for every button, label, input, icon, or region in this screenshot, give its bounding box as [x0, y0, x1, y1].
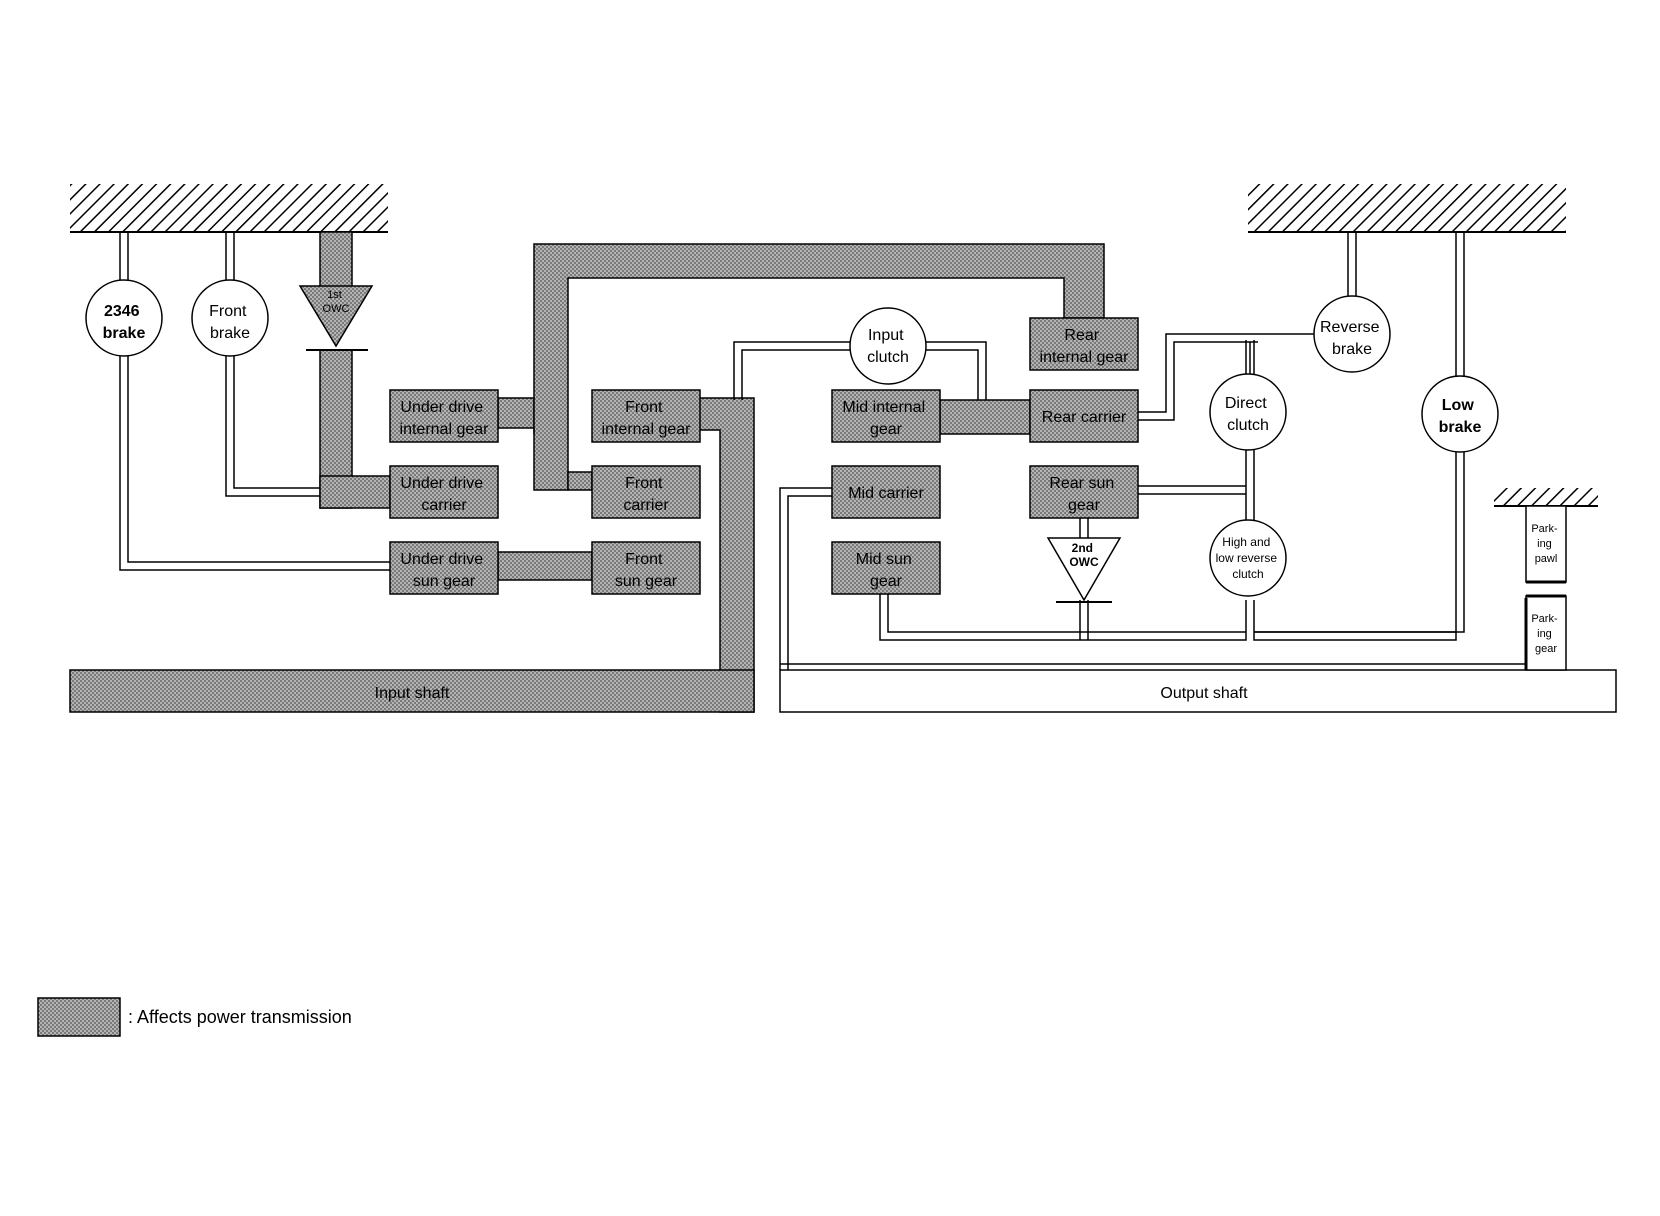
input-clutch-label: Input clutch: [867, 327, 909, 366]
mid-carrier-label: Mid carrier: [848, 485, 924, 502]
rear-sun-gear-label: Rear sun gear: [1049, 475, 1118, 514]
mid-internal-gear-label: Mid internal gear: [842, 399, 929, 438]
legend-swatch: [37, 997, 121, 1037]
shaded-boxes: [389, 317, 1139, 595]
owc-1st-symbol: [298, 285, 374, 351]
owc-1st-label: 1st OWC: [323, 289, 350, 315]
connection-lines: [119, 232, 1465, 670]
parking-pawl-label: Park- ing pawl: [1531, 523, 1560, 565]
output-shaft-label: Output shaft: [1160, 685, 1248, 702]
under-drive-sun-gear-label: Under drive sun gear: [400, 551, 487, 590]
output-shaft: [779, 669, 1617, 713]
front-sun-gear-label: Front sun gear: [615, 551, 678, 590]
rear-carrier-label: Rear carrier: [1042, 409, 1127, 426]
labels: 2346 brake Front brake 1st OWC Under dri…: [103, 289, 1560, 702]
ground-left: [70, 184, 388, 233]
parking-gear-label: Park- ing gear: [1531, 613, 1560, 655]
under-drive-internal-gear-label: Under drive internal gear: [400, 399, 490, 438]
ground-parking: [1494, 488, 1598, 507]
reverse-brake-label: Reverse brake: [1320, 319, 1384, 358]
rear-internal-gear-label: Rear internal gear: [1040, 327, 1130, 366]
legend-text: : Affects power transmission: [128, 1007, 352, 1027]
input-shaft-label: Input shaft: [375, 685, 450, 702]
under-drive-carrier-label: Under drive carrier: [400, 475, 487, 514]
front-brake-label: Front brake: [209, 303, 251, 342]
front-internal-gear-label: Front internal gear: [602, 399, 692, 438]
front-carrier-label: Front carrier: [623, 475, 669, 514]
direct-clutch-label: Direct clutch: [1225, 395, 1271, 434]
low-brake-label: Low brake: [1439, 397, 1482, 436]
legend: : Affects power transmission: [37, 997, 352, 1037]
mid-sun-gear-label: Mid sun gear: [856, 551, 916, 590]
owc-2nd-label: 2nd OWC: [1069, 541, 1099, 569]
parking-assembly: [1524, 505, 1567, 671]
power-path: [69, 231, 1105, 713]
owc-2nd-symbol: [1046, 537, 1122, 603]
ground-right: [1248, 184, 1566, 233]
brake-2346-label: 2346 brake: [103, 303, 146, 342]
high-low-reverse-clutch-label: High and low reverse clutch: [1216, 535, 1281, 581]
circles: [85, 279, 1499, 597]
